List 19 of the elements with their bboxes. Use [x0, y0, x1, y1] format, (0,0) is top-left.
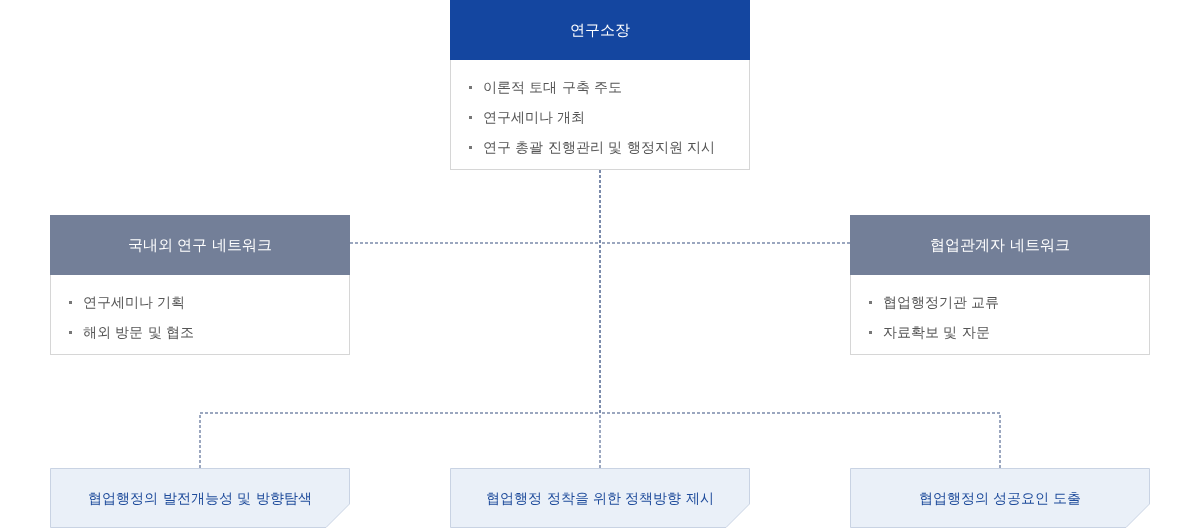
- list-item: 해외 방문 및 협조: [69, 322, 195, 342]
- goal-text: 협업행정의 성공요인 도출: [917, 489, 1083, 508]
- goal-box: [450, 468, 750, 528]
- card: [50, 215, 350, 355]
- card: [450, 0, 750, 170]
- header-bar: 협업관계자 네트워크: [850, 215, 1150, 275]
- list-item: 협업행정기관 교류: [869, 292, 1000, 312]
- header-bar: 연구소장: [450, 0, 750, 60]
- list-item: 연구세미나 개최: [469, 107, 586, 127]
- list-item: 연구 총괄 진행관리 및 행정지원 지시: [469, 137, 716, 157]
- goal-text: 협업행정의 발전개능성 및 방향탐색: [87, 489, 313, 508]
- goal-box: [50, 468, 350, 528]
- list-item: 이론적 토대 구축 주도: [469, 77, 623, 97]
- list-item: 연구세미나 기획: [69, 292, 186, 312]
- list-item: 자료확보 및 자문: [869, 322, 990, 342]
- goal-box: [850, 468, 1150, 528]
- card: [850, 215, 1150, 355]
- header-bar: 국내외 연구 네트워크: [50, 215, 350, 275]
- goal-text: 협업행정 정착을 위한 정책방향 제시: [485, 489, 715, 508]
